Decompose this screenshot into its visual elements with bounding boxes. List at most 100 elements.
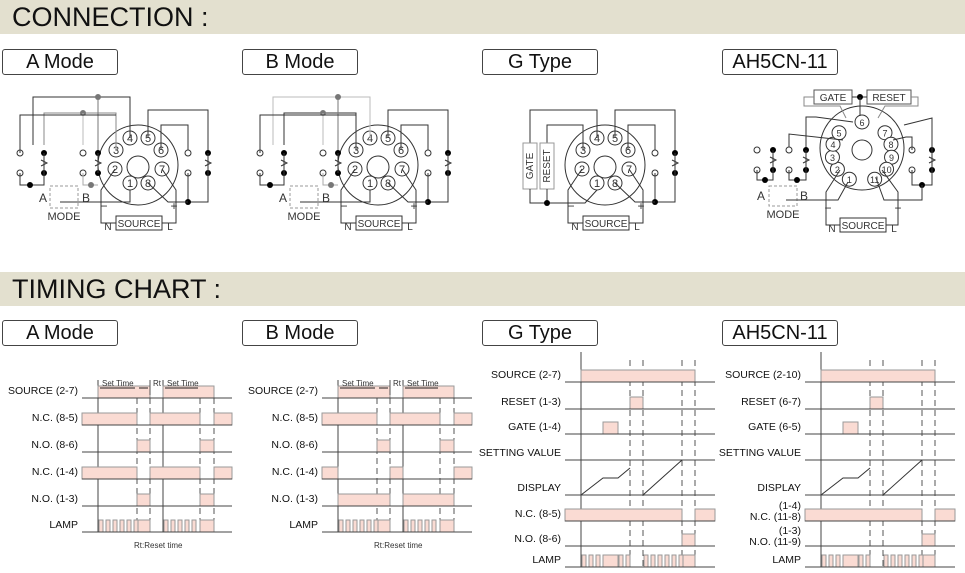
signal-pulse xyxy=(580,369,696,383)
timing-row-sublabel: (1-4) xyxy=(778,500,801,512)
timing-row-label: SOURCE (2-7) xyxy=(8,386,78,397)
mode-a-label: A xyxy=(279,191,287,205)
pin-label: 2 xyxy=(112,164,118,176)
mode-switch xyxy=(768,185,798,207)
wire xyxy=(387,109,449,155)
timing-row-label: N.O. (1-3) xyxy=(271,494,318,505)
lamp-blink-pulse xyxy=(581,554,587,568)
pin-label: 6 xyxy=(859,118,864,128)
contact-arrow-icon xyxy=(334,159,343,167)
timing-row-label: SOURCE (2-7) xyxy=(248,386,318,397)
pin-label: 5 xyxy=(145,133,151,145)
mode-b-label: B xyxy=(322,191,330,205)
wire xyxy=(529,109,598,143)
timing-row-label-text: N.O. (8-6) xyxy=(31,439,78,451)
mode-a-label: A xyxy=(39,191,47,205)
signal-pulse xyxy=(842,421,859,435)
signal-pulse xyxy=(602,554,619,568)
neutral-label: N xyxy=(104,222,111,233)
timing-row-label-text: LAMP xyxy=(532,554,561,566)
lamp-blink-pulse xyxy=(650,554,656,568)
line-label: L xyxy=(407,222,413,233)
socket-outline xyxy=(819,105,905,191)
wire xyxy=(786,181,849,201)
timing-row-label: N.O. (8-6) xyxy=(31,440,78,451)
timing-row-label-text: N.O. (11-9) xyxy=(749,536,801,548)
signal-pulse xyxy=(321,466,339,480)
wire xyxy=(401,168,417,224)
pin-label: 10 xyxy=(882,165,892,175)
timing-row-label-text: DISPLAY xyxy=(517,482,561,494)
pin-label: 4 xyxy=(594,133,600,145)
timing-row-label: N.O. (8-6) xyxy=(514,534,561,545)
contact-arrow-icon xyxy=(802,156,811,164)
wire xyxy=(567,168,583,224)
contact-arrow-icon xyxy=(204,159,213,167)
wire xyxy=(160,124,189,153)
set-time-label: Set Time xyxy=(167,379,199,388)
pin xyxy=(825,136,841,152)
timing-row-label: N.C. (8-5) xyxy=(32,413,78,424)
wire xyxy=(147,109,209,155)
junction-dot xyxy=(544,200,550,206)
signal-pulse xyxy=(602,421,619,435)
wire xyxy=(788,133,844,150)
signal-pulse xyxy=(213,412,233,426)
signal-pulse xyxy=(376,439,391,453)
pin xyxy=(841,171,857,187)
wire xyxy=(147,182,188,203)
pin-label: 6 xyxy=(625,145,631,157)
wire xyxy=(614,182,655,203)
pin-label: 7 xyxy=(882,129,887,139)
conn-tab-ah5cn: AH5CN-11 xyxy=(722,49,838,75)
rt-label: Rt xyxy=(153,379,162,388)
terminal xyxy=(651,149,659,157)
pin-label: 2 xyxy=(579,164,585,176)
contact-arrow-icon xyxy=(280,159,289,167)
timing-row-label-text: SOURCE (2-10) xyxy=(725,369,801,381)
timing-row-label: LAMP xyxy=(772,555,801,566)
timing-row-label-text: N.C. (8-5) xyxy=(514,508,561,520)
lamp-blink-pulse xyxy=(403,519,409,533)
minus-label: − xyxy=(824,201,831,215)
pin-label: 4 xyxy=(127,133,133,145)
timing-row-label-text: N.C. (8-5) xyxy=(31,412,78,424)
lamp-blink-pulse xyxy=(170,519,176,533)
signal-pulse xyxy=(439,439,455,453)
wire xyxy=(60,190,131,203)
terminal xyxy=(753,146,761,154)
timing-row-label: N.O. (1-3) xyxy=(31,494,78,505)
signal-pulse xyxy=(629,396,644,410)
contact-arrow-icon xyxy=(444,159,453,167)
wire xyxy=(259,114,356,153)
signal-pulse xyxy=(934,508,956,522)
timing-row-label: N.C. (1-4) xyxy=(272,467,318,478)
wire xyxy=(628,168,644,224)
lamp-blink-pulse xyxy=(828,554,834,568)
wire xyxy=(546,124,584,150)
timing-row-label: (1-3)N.O. (11-9) xyxy=(749,526,801,548)
lamp-blink-pulse xyxy=(865,554,871,568)
lamp-blink-pulse xyxy=(373,519,379,533)
timing-tab-a-mode: A Mode xyxy=(2,320,118,346)
signal-pulse xyxy=(842,554,859,568)
terminal xyxy=(79,149,87,157)
mode-b-label: B xyxy=(800,189,808,203)
lamp-blink-pulse xyxy=(133,519,139,533)
connection-header: CONNECTION : xyxy=(0,0,965,34)
pin-label: 5 xyxy=(385,133,391,145)
line-label: L xyxy=(167,222,173,233)
lamp-blink-pulse xyxy=(352,519,358,533)
lamp-blink-pulse xyxy=(98,519,104,533)
pin-label: 1 xyxy=(847,175,852,185)
timing-row-label-text: SOURCE (2-7) xyxy=(7,385,78,397)
signal-pulse xyxy=(136,519,151,533)
display-ramp xyxy=(642,459,683,496)
line-label: L xyxy=(891,224,897,235)
pin-label: 7 xyxy=(626,164,632,176)
terminal xyxy=(785,146,793,154)
rt-note: Rt:Reset time xyxy=(134,541,183,550)
signal-pulse xyxy=(921,554,936,568)
lamp-blink-pulse xyxy=(359,519,365,533)
contact-arrow-icon xyxy=(40,159,49,167)
